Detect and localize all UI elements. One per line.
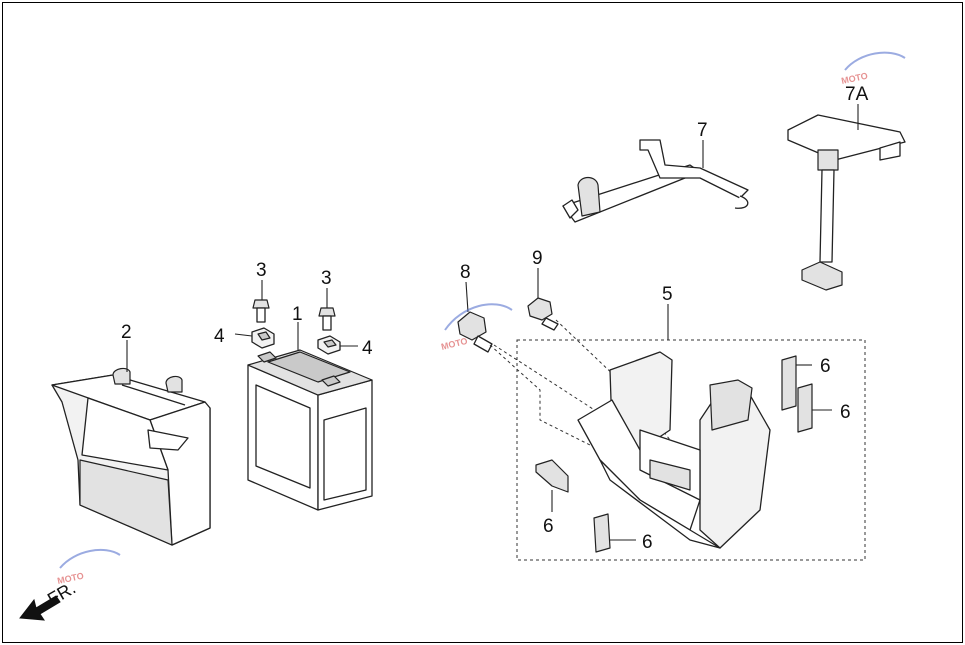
battery-box bbox=[577, 351, 771, 549]
label-7a: 7A bbox=[845, 84, 869, 105]
label-7: 7 bbox=[697, 120, 708, 141]
label-1: 1 bbox=[292, 304, 303, 325]
label-6-b: 6 bbox=[840, 402, 851, 423]
rubber-pad-d bbox=[593, 513, 611, 553]
bolt-right-3 bbox=[318, 307, 336, 331]
front-direction-marker: FR. bbox=[19, 578, 79, 621]
label-3-left: 3 bbox=[256, 260, 267, 281]
watermark-text-2: MOTO bbox=[440, 336, 468, 352]
bolt-9 bbox=[527, 297, 559, 331]
watermark-top-right: MOTO bbox=[840, 51, 906, 86]
nut-left-4 bbox=[251, 327, 275, 349]
battery bbox=[247, 349, 373, 511]
label-2: 2 bbox=[121, 322, 132, 343]
label-6-a: 6 bbox=[820, 356, 831, 377]
front-arrow-icon bbox=[19, 595, 61, 621]
label-6-c: 6 bbox=[543, 516, 554, 537]
battery-cover bbox=[51, 367, 211, 546]
label-4-right: 4 bbox=[362, 338, 373, 359]
rubber-pad-b bbox=[797, 383, 813, 433]
rubber-pad-c bbox=[535, 459, 569, 493]
label-6-d: 6 bbox=[642, 532, 653, 553]
rubber-pad-a bbox=[781, 355, 797, 411]
label-9: 9 bbox=[532, 248, 543, 269]
label-4-left: 4 bbox=[214, 326, 225, 347]
label-8: 8 bbox=[460, 262, 471, 283]
bolt-8 bbox=[457, 311, 493, 353]
bracket-7a bbox=[787, 114, 906, 291]
bolt-left-3 bbox=[252, 299, 270, 323]
nut-right-4 bbox=[317, 335, 341, 355]
label-5: 5 bbox=[662, 284, 673, 305]
label-3-right: 3 bbox=[321, 268, 332, 289]
bracket-7 bbox=[562, 139, 749, 223]
